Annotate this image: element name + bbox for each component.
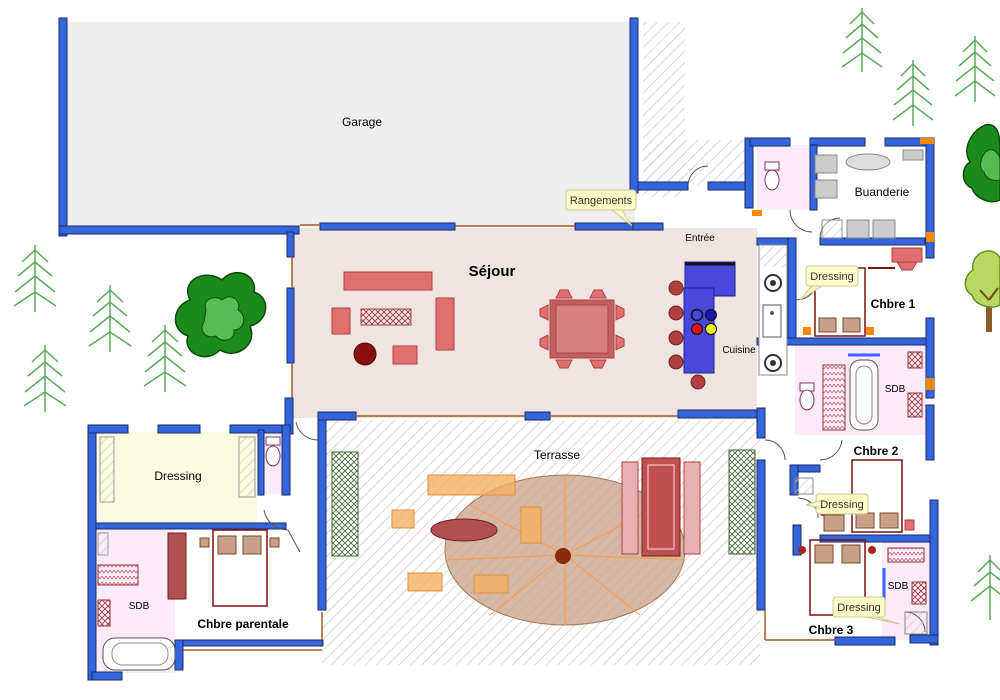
bush-icon	[962, 124, 1000, 203]
sdb-left-label: SDB	[129, 601, 150, 612]
note-dressing-1-text: Dressing	[810, 271, 853, 283]
note-dressing-1: Dressing	[799, 265, 859, 301]
note-dressing-2-text: Dressing	[820, 499, 863, 511]
dressing-left-floor	[97, 432, 257, 527]
sdb-right-label: SDB	[885, 384, 906, 395]
walls	[58, 17, 939, 681]
tree-icon	[13, 245, 57, 312]
entree-hatch-2	[643, 140, 748, 185]
chbre2-label: Chbre 2	[854, 444, 899, 458]
note-dressing-2: Dressing	[805, 493, 869, 515]
terrasse-furniture	[331, 449, 756, 626]
dressing-left-label: Dressing	[154, 469, 201, 483]
tree-icon	[841, 8, 883, 72]
chbre-parentale-label: Chbre parentale	[197, 617, 289, 631]
buanderie-label: Buanderie	[855, 185, 910, 199]
tree-icon	[954, 36, 996, 102]
sejour-furniture	[331, 271, 625, 369]
garage-label: Garage	[342, 115, 382, 129]
window-lines	[183, 224, 835, 651]
cuisine-label: Cuisine	[722, 345, 756, 356]
bush-icon	[174, 271, 267, 358]
chbre3-label: Chbre 3	[809, 623, 854, 637]
note-rangements-text: Rangements	[570, 195, 633, 207]
entree-label: Entrée	[685, 233, 715, 244]
orange-markers	[752, 138, 934, 390]
trees	[13, 8, 1000, 620]
chbre1-furniture	[803, 267, 895, 337]
sejour-label: Séjour	[469, 263, 516, 280]
terrasse-label: Terrasse	[534, 448, 580, 462]
tree-icon	[88, 285, 132, 352]
tree-icon	[23, 345, 67, 412]
buanderie-fixtures	[814, 149, 924, 271]
kitchen	[668, 244, 788, 390]
tree-icon	[143, 325, 187, 392]
garage-floor	[65, 22, 635, 227]
tree-icon	[892, 60, 934, 126]
toilets	[265, 161, 815, 467]
tree-icon	[970, 555, 1000, 620]
note-dressing-3: Dressing	[832, 596, 901, 625]
sdb-bottom-label: SDB	[888, 581, 909, 592]
chbre1-label: Chbre 1	[871, 297, 916, 311]
parental-furniture	[97, 436, 280, 671]
sdb-right-furniture	[822, 351, 923, 431]
note-rangements: Rangements	[565, 189, 637, 227]
note-dressing-3-text: Dressing	[837, 602, 880, 614]
deciduous-tree-icon	[964, 250, 1000, 332]
